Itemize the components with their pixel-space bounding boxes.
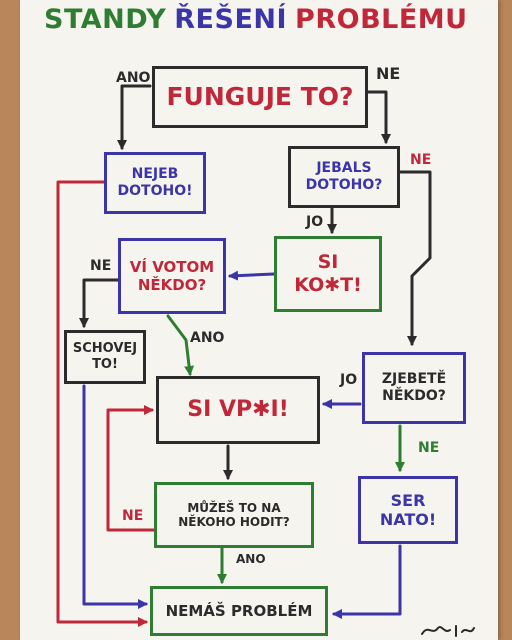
node-ser-nato-label: SER NATO! bbox=[379, 490, 437, 529]
arrow-ano-to-nejeb bbox=[117, 84, 152, 150]
node-si-kosit: SI KO✱T! bbox=[274, 236, 382, 312]
edge-label-ne-muzes: NE bbox=[122, 508, 144, 524]
signature-scribble bbox=[421, 625, 475, 637]
arrow-ano-to-sivp bbox=[166, 314, 195, 376]
title-part-standy: STANDY bbox=[44, 4, 167, 35]
node-vi-votom-nekdo: VÍ VOTOM NĚKDO? bbox=[118, 238, 226, 314]
node-jebals-dotoho-label: JEBALS DOTOHO? bbox=[305, 160, 383, 193]
arrow-ne-to-schovej bbox=[79, 278, 120, 328]
arrow-ne-to-jebals bbox=[366, 90, 391, 144]
edge-label-ano-left: ANO bbox=[116, 70, 151, 86]
node-nejeb-dotoho: NEJEB DOTOHO! bbox=[104, 152, 206, 214]
whiteboard-sheet bbox=[20, 0, 498, 640]
node-zjebete-nekdo: ZJEBETĚ NĚKDO? bbox=[362, 352, 466, 424]
arrow-schovej-to-nemas bbox=[82, 384, 148, 609]
node-vi-votom-nekdo-label: VÍ VOTOM NĚKDO? bbox=[129, 258, 215, 294]
node-jebals-dotoho: JEBALS DOTOHO? bbox=[288, 146, 400, 208]
node-muzes-to-na-nekoho-hodit: MŮŽEŠ TO NA NĚKOHO HODIT? bbox=[154, 482, 314, 548]
node-si-kosit-label: SI KO✱T! bbox=[294, 251, 362, 296]
edge-label-jo-zjebete: JO bbox=[340, 372, 358, 388]
edge-label-ano-vivotom: ANO bbox=[190, 330, 225, 346]
node-schovej-to: SCHOVEJ TO! bbox=[64, 330, 146, 384]
arrow-ne-loop-to-sivp bbox=[106, 405, 156, 532]
node-nemas-problem: NEMÁŠ PROBLÉM bbox=[150, 586, 328, 636]
node-nemas-problem-label: NEMÁŠ PROBLÉM bbox=[165, 602, 313, 620]
node-funguje-to-label: FUNGUJE TO? bbox=[166, 82, 354, 111]
edge-label-ne-zjebete: NE bbox=[418, 440, 440, 456]
title-part-reseni: ŘEŠENÍ bbox=[174, 4, 288, 35]
edge-label-ne-vivotom: NE bbox=[90, 258, 112, 274]
node-nejeb-dotoho-label: NEJEB DOTOHO! bbox=[117, 166, 193, 199]
edge-label-ne-jebals: NE bbox=[410, 152, 432, 168]
node-funguje-to: FUNGUJE TO? bbox=[152, 66, 368, 128]
node-si-vpici-label: SI VP✱I! bbox=[187, 396, 289, 422]
arrow-sernato-to-nemas bbox=[332, 544, 402, 619]
node-ser-nato: SER NATO! bbox=[358, 476, 458, 544]
node-zjebete-nekdo-label: ZJEBETĚ NĚKDO? bbox=[381, 371, 447, 404]
node-muzes-label: MŮŽEŠ TO NA NĚKOHO HODIT? bbox=[178, 500, 290, 529]
edge-label-jo-jebals: JO bbox=[306, 214, 324, 230]
arrow-nejeb-to-nemas bbox=[56, 180, 148, 627]
edge-label-ano-muzes: ANO bbox=[236, 552, 266, 566]
arrow-ne-to-zjebete bbox=[398, 170, 432, 346]
arrow-kosit-to-vivotom bbox=[228, 270, 276, 281]
node-si-vpici: SI VP✱I! bbox=[156, 376, 320, 444]
edge-label-ne-right: NE bbox=[376, 64, 401, 83]
node-schovej-to-label: SCHOVEJ TO! bbox=[72, 341, 138, 372]
title-part-problemu: PROBLÉMU bbox=[295, 4, 468, 35]
